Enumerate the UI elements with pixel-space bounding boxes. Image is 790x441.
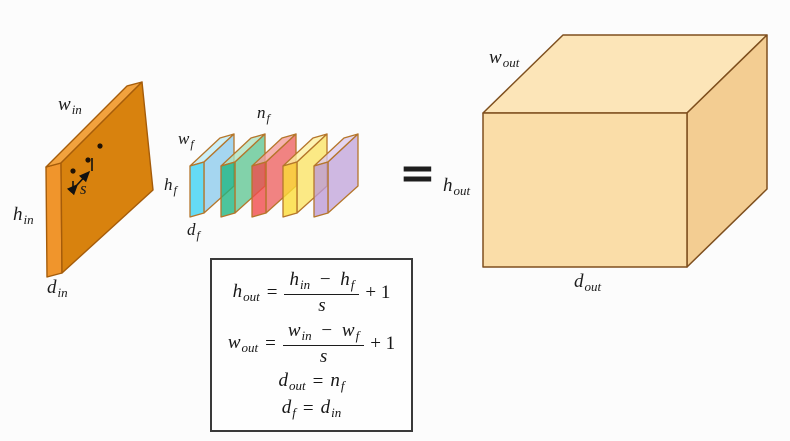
filter-depth-label: df	[187, 220, 200, 242]
stride-arrow	[66, 170, 91, 196]
input-volume	[45, 81, 154, 278]
equals-sign: =	[399, 148, 436, 199]
filter-slab-2	[220, 133, 266, 218]
filter-4-front-face	[282, 161, 298, 218]
input-depth-label: din	[47, 277, 68, 300]
filter-stack	[189, 133, 359, 218]
filter-5-front-face	[313, 161, 329, 218]
formula-h-out: hout = hin − hf s + 1	[232, 269, 391, 316]
stride-dot-1	[97, 143, 103, 149]
input-slab-side-face	[45, 162, 63, 278]
stride-label: s	[80, 179, 87, 198]
output-depth-label: dout	[574, 271, 602, 294]
filter-3-front-face	[251, 161, 267, 218]
formula-d-f: df = din	[281, 397, 342, 421]
fraction: hin − hf s	[284, 270, 360, 316]
input-width-label: win	[58, 94, 82, 117]
filter-height-label: hf	[164, 175, 177, 197]
filter-count-label: nf	[257, 103, 270, 125]
input-slab-front-face	[60, 81, 154, 274]
filter-slab-3	[251, 133, 297, 218]
filter-2-front-face	[220, 161, 236, 218]
filter-width-label: wf	[178, 129, 194, 151]
output-width-label: wout	[489, 47, 520, 70]
fraction: win − wf s	[282, 320, 365, 367]
output-volume	[482, 34, 768, 268]
stride-dot-2	[85, 157, 91, 163]
formula-d-out: dout = nf	[278, 370, 345, 394]
output-cuboid-front-face	[482, 112, 688, 268]
filter-slab-5	[313, 133, 359, 218]
filter-slab-4	[282, 133, 328, 218]
output-height-label: hout	[443, 175, 471, 198]
input-height-label: hin	[13, 204, 34, 227]
stride-dot-3	[70, 168, 76, 174]
formula-w-out: wout = win − wf s + 1	[227, 319, 396, 367]
formula-box: hout = hin − hf s + 1 wout = win − wf	[210, 258, 413, 432]
filter-1-front-face	[189, 161, 205, 218]
